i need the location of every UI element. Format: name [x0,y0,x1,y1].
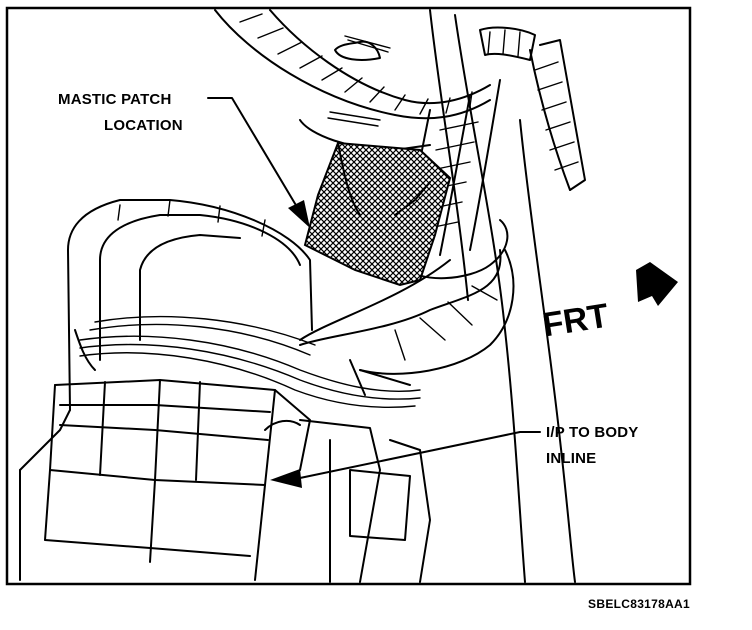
inline-pointer [270,431,541,488]
mastic-pointer [207,97,310,228]
ip-to-body-label-line2: INLINE [546,450,596,467]
front-arrow-icon [636,262,678,306]
mastic-patch-label-line2: LOCATION [104,117,183,134]
wire-bundle [74,315,421,408]
front-direction-indicator: FRT [540,262,678,345]
mastic-patch-label-line1: MASTIC PATCH [58,91,172,108]
inline-connector [44,379,431,583]
mastic-patch [303,141,452,287]
figure-id: SBELC83178AA1 [588,597,690,611]
lower-left-panel [19,199,313,581]
diagram-frame [5,6,692,586]
front-direction-label: FRT [540,297,611,345]
upper-body-panel [214,9,491,151]
ip-to-body-label-line1: I/P TO BODY [546,424,639,441]
pillar-trim [429,9,586,583]
